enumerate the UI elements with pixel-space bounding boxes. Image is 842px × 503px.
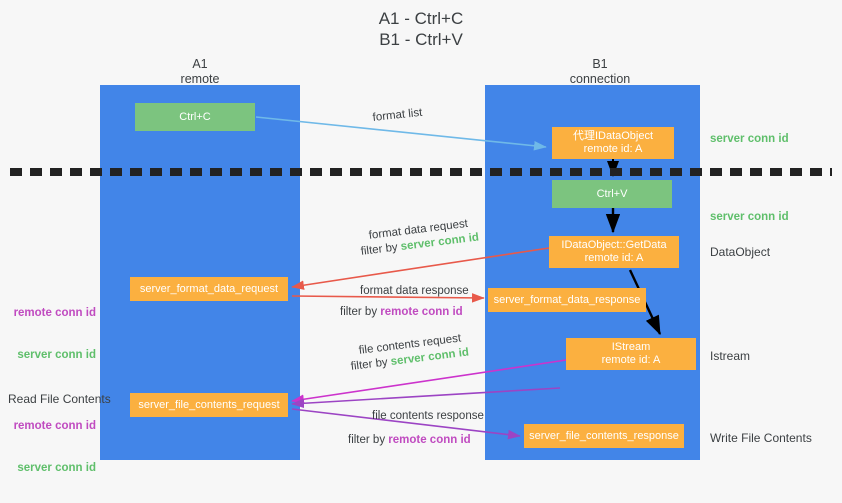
filter-by-text-2: filter by [340,306,381,318]
annotation-remote-conn-id-1: remote conn id [13,307,96,319]
box-ctrl-c-label: Ctrl+C [179,110,211,123]
box-ctrl-c[interactable]: Ctrl+C [135,103,255,131]
divider-dashed-line [10,168,832,176]
box-idataobject-getdata-title: IDataObject::GetData [561,239,667,251]
filter-by-text-1: filter by [360,241,402,258]
annotation-server-conn-id-2: server conn id [17,462,96,474]
box-istream-title: IStream [611,341,651,353]
label-file-contents-response: file contents response [372,410,484,422]
annotation-left-conn-ids-file: remote conn id server conn id [8,391,96,503]
box-server-file-contents-request-label: server_file_contents_request [138,398,280,411]
label-filter-by-remote-conn-id-1: filter by remote conn id [340,305,463,319]
box-server-file-contents-response[interactable]: server_file_contents_response [524,424,684,448]
box-proxy-idataobject-title: 代理IDataObject [572,130,654,142]
label-format-data-response: format data response [360,285,469,297]
annotation-read-file-contents: Read File Contents [8,392,111,406]
box-istream-remote-id: remote id: A [601,354,661,366]
filter-remote-conn-id-2: remote conn id [388,434,471,446]
annotation-left-conn-ids-format: remote conn id server conn id [8,278,96,390]
box-proxy-idataobject-remote-id: remote id: A [583,143,643,155]
box-proxy-idataobject[interactable]: 代理IDataObject remote id: A [552,127,674,159]
annotation-server-conn-id-mid: server conn id [710,211,789,223]
filter-remote-conn-id-1: remote conn id [380,306,463,318]
annotation-server-conn-id-1: server conn id [17,349,96,361]
box-ctrl-v[interactable]: Ctrl+V [552,180,672,208]
annotation-istream: Istream [710,349,751,363]
filter-by-text-3: filter by [350,356,392,373]
box-server-file-contents-response-label: server_file_contents_response [529,429,679,442]
box-server-format-data-response[interactable]: server_format_data_response [488,288,646,312]
label-format-list: format list [372,106,423,124]
annotation-server-conn-id-top: server conn id [710,133,789,145]
diagram-canvas: A1 - Ctrl+C B1 - Ctrl+V A1 remote B1 con… [8,9,832,474]
annotation-remote-conn-id-2: remote conn id [13,420,96,432]
box-server-format-data-request[interactable]: server_format_data_request [130,277,288,301]
box-ctrl-v-label: Ctrl+V [596,187,628,200]
column-header-a1: A1 remote [180,57,220,86]
diagram-title: A1 - Ctrl+C B1 - Ctrl+V [378,9,464,49]
annotation-dataobject: DataObject [710,245,771,259]
box-idataobject-getdata-remote-id: remote id: A [584,252,644,264]
annotation-write-file-contents: Write File Contents [710,431,812,445]
box-server-format-data-request-label: server_format_data_request [139,282,279,295]
box-istream[interactable]: IStream remote id: A [566,338,696,370]
box-server-format-data-response-label: server_format_data_response [493,293,641,306]
label-filter-by-remote-conn-id-2: filter by remote conn id [348,433,471,447]
box-idataobject-getdata[interactable]: IDataObject::GetData remote id: A [549,236,679,268]
filter-by-text-4: filter by [348,434,389,446]
column-header-b1: B1 connection [569,57,631,86]
box-server-file-contents-request[interactable]: server_file_contents_request [130,393,288,417]
